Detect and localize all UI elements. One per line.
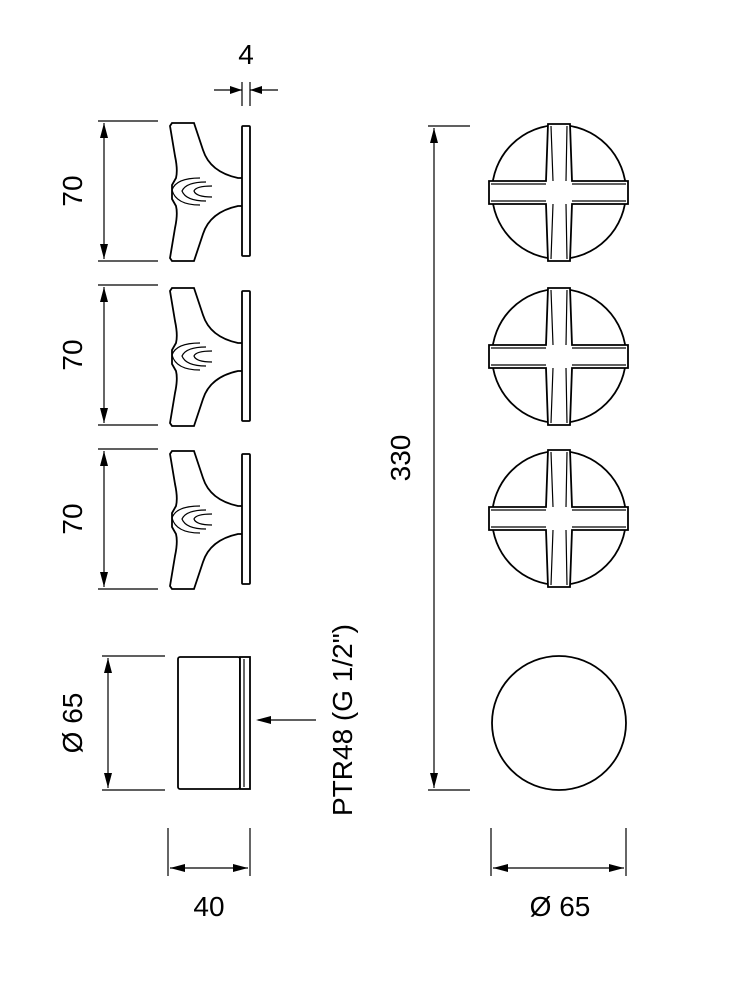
dimension-arrowhead — [100, 244, 108, 259]
spout-depth-dimension: 40 — [167, 828, 251, 922]
dimension-arrowhead — [250, 86, 262, 94]
spout-depth-label: 40 — [193, 891, 224, 922]
dimension-arrowhead — [100, 123, 108, 138]
dimension-arrowhead — [430, 773, 438, 788]
plate-thickness-label: 4 — [238, 39, 254, 70]
front-diameter-dimension: Ø 65 — [490, 828, 627, 922]
handle-height-label-2: 70 — [57, 339, 88, 370]
front-handle-bottom — [488, 449, 629, 588]
total-height-label: 330 — [385, 435, 416, 482]
front-handle-middle — [488, 287, 629, 426]
dimension-arrowhead — [430, 128, 438, 143]
dimension-arrowhead — [609, 864, 624, 872]
handle-height-label-3: 70 — [57, 503, 88, 534]
dimension-arrowhead — [493, 864, 508, 872]
thread-spec-callout: PTR48 (G 1/2") — [256, 624, 358, 816]
handle-height-label-1: 70 — [57, 175, 88, 206]
spout-diameter-label: Ø 65 — [57, 693, 88, 754]
handle-height-dimension-3: 70 — [57, 448, 158, 590]
dimension-arrowhead — [104, 658, 112, 673]
spout-side-view — [177, 656, 251, 790]
dimension-arrowhead — [170, 864, 185, 872]
front-diameter-label: Ø 65 — [530, 891, 591, 922]
dimension-arrowhead — [233, 864, 248, 872]
dimension-arrowhead — [100, 287, 108, 302]
dimension-arrowhead — [230, 86, 242, 94]
front-spout-circle — [491, 655, 627, 791]
plate-thickness-dimension: 4 — [214, 39, 278, 106]
front-handle-top — [488, 123, 629, 262]
handle-height-dimension-2: 70 — [57, 284, 158, 426]
spout-diameter-dimension: Ø 65 — [57, 655, 165, 791]
side-handle-bottom — [169, 450, 251, 590]
dimension-arrowhead — [104, 773, 112, 788]
side-handle-top — [169, 122, 251, 262]
dimension-arrowhead — [100, 451, 108, 466]
leader-arrowhead — [256, 716, 271, 724]
total-height-dimension: 330 — [385, 125, 470, 791]
dimension-arrowhead — [100, 408, 108, 423]
dimension-arrowhead — [100, 572, 108, 587]
thread-spec-label: PTR48 (G 1/2") — [327, 624, 358, 816]
side-handle-middle — [169, 287, 251, 427]
handle-height-dimension-1: 70 — [57, 120, 158, 262]
